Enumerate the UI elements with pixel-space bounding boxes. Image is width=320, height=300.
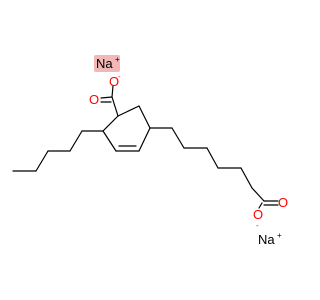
hexyl-chain [12,130,104,172]
bond-hexyl-2 [69,130,83,152]
carboxylate-top [100,85,119,117]
sodium-top-label: Na [96,56,113,71]
bond-octyl-4 [206,147,219,169]
ring-bonds [102,105,151,152]
octanoate-chain [149,127,265,202]
bond-end-o-single [258,202,263,209]
oxygen-carbonyl-bottom-label: O [278,195,288,210]
oxygen-minus-bottom-charge: - [256,221,259,230]
bond-hexyl-4 [35,150,49,172]
bond-ring-1 [117,105,140,117]
bond-ring-6 [102,115,119,132]
oxygen-minus-bottom-label: O [253,207,263,222]
sodium-bottom-label: Na [258,232,275,247]
bond-c-carboxyl [111,96,119,117]
sodium-highlight [94,55,120,72]
bond-ring-5 [102,130,117,152]
sodium-top-charge: + [115,55,120,64]
carboxylate-bottom [258,200,279,209]
bond-carboxyl-o-top [111,85,114,98]
bond-carboxyl-o-left-1 [100,96,113,99]
structure-canvas: Na + O - O O O - Na + [12,55,288,247]
bond-ring-3 [138,127,151,152]
oxygen-minus-top-charge: - [118,72,121,81]
sodium-bottom-charge: + [277,231,282,240]
bond-ring-2 [138,105,151,129]
oxygen-minus-top-label: O [109,74,119,89]
bond-octyl-6 [240,167,253,189]
bond-octyl-2 [171,127,185,149]
oxygen-carbonyl-top-label: O [89,92,99,107]
bond-octyl-7 [251,187,265,202]
